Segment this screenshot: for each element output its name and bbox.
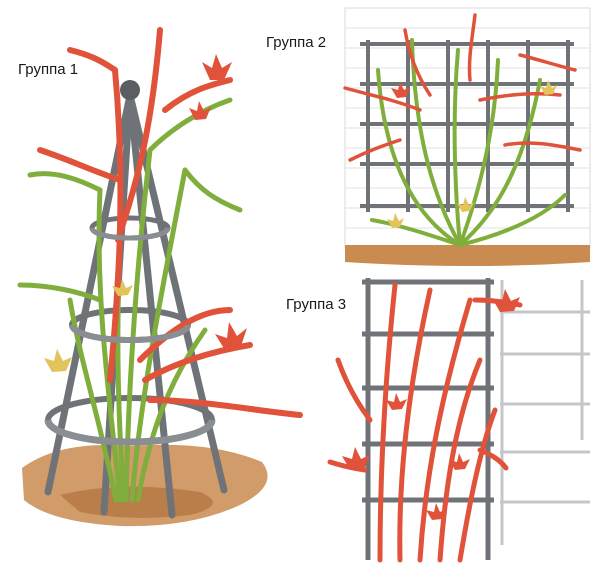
group2-label: Группа 2	[266, 34, 327, 51]
group1-label: Группа 1	[18, 61, 79, 78]
group3-red-leaves	[342, 289, 520, 520]
group2-red-canes	[343, 13, 582, 162]
group2-green-canes	[370, 38, 567, 247]
group1-ring-middle-front	[69, 324, 191, 343]
group3-background-frame	[500, 280, 590, 545]
group1-red-leaves	[189, 54, 247, 350]
group2-soil	[345, 245, 590, 266]
group3-label: Группа 3	[286, 296, 347, 313]
group1-ring-top-front	[89, 227, 171, 241]
group1-pole-finial	[120, 80, 140, 100]
group2-wall-trellis	[343, 7, 591, 266]
group3-red-canes	[327, 282, 523, 563]
group1-cone-support	[17, 27, 303, 527]
group2-leaves	[387, 80, 557, 228]
group1-ring-bottom-front	[44, 419, 216, 446]
group3-frame-trellis	[327, 278, 590, 563]
group1-yellow-leaves	[44, 279, 133, 372]
